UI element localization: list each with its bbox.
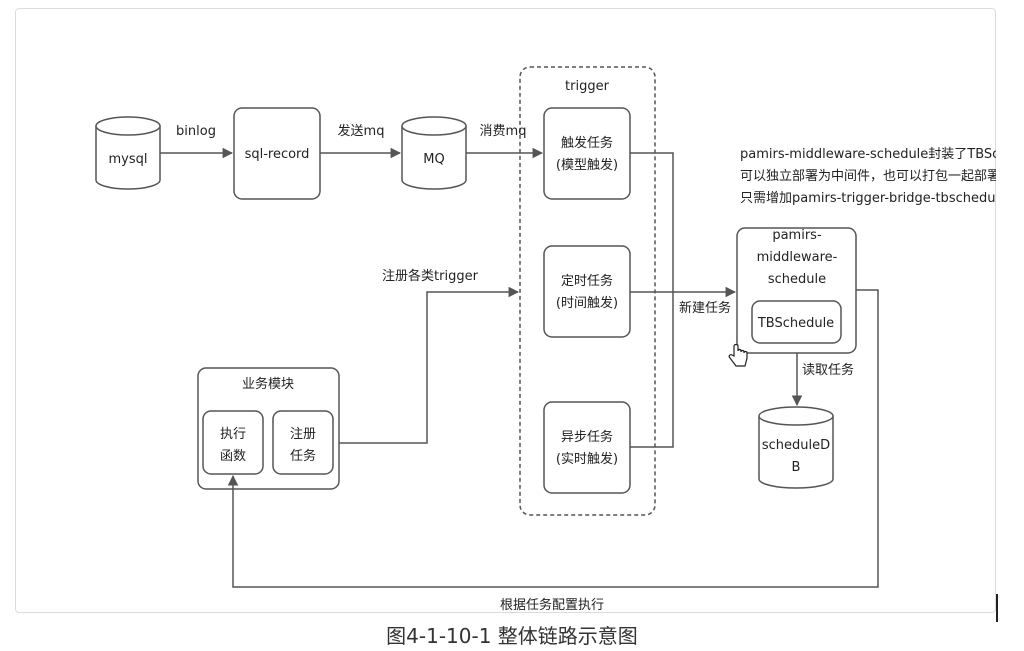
figure-caption: 图4-1-10-1 整体链路示意图 [386, 624, 638, 648]
edge-event-merge [630, 152, 674, 292]
mysql-db: mysql [95, 116, 161, 190]
sql-record-box: sql-record [233, 107, 321, 200]
middleware-line2: middleware- [757, 250, 838, 265]
label-consume-mq: 消费mq [480, 124, 527, 139]
trigger-event-line1: 触发任务 [561, 135, 613, 151]
tbschedule-label: TBSchedule [757, 316, 834, 331]
label-read-task: 读取任务 [802, 362, 854, 378]
exec-func-line1: 执行 [220, 427, 246, 442]
mq-queue: MQ [401, 116, 467, 190]
label-execute-by-config: 根据任务配置执行 [500, 597, 604, 613]
scheduledb-line1: scheduleD [762, 438, 830, 453]
trigger-event-box: 触发任务 (模型触发) [543, 107, 631, 200]
register-task-line2: 任务 [290, 448, 316, 464]
hand-cursor-icon [728, 343, 748, 367]
mysql-label: mysql [109, 152, 148, 167]
trigger-timer-line1: 定时任务 [561, 273, 613, 289]
business-module-box: 业务模块 执行 函数 注册 任务 [197, 367, 340, 490]
register-task-line1: 注册 [290, 427, 316, 442]
label-register-triggers: 注册各类trigger [382, 268, 479, 284]
trigger-timer-line2: (时间触发) [556, 295, 618, 311]
mq-label: MQ [423, 152, 444, 167]
scheduledb: scheduleD B [758, 406, 834, 489]
note-line-2: 可以独立部署为中间件，也可以打包一起部署 [740, 169, 996, 184]
exec-func-line2: 函数 [220, 449, 246, 464]
trigger-group-label: trigger [565, 79, 610, 94]
trigger-async-line1: 异步任务 [561, 429, 613, 445]
label-send-mq: 发送mq [338, 123, 385, 139]
middleware-schedule-box: pamirs- middleware- schedule TBSchedule [736, 227, 857, 354]
edge-async-merge [630, 292, 674, 448]
trigger-group: trigger [519, 66, 656, 516]
register-task-box [272, 410, 334, 475]
note-line-3: 只需增加pamirs-trigger-bridge-tbschedule [740, 191, 996, 206]
label-new-task: 新建任务 [679, 300, 731, 316]
trigger-timer-box: 定时任务 (时间触发) [543, 245, 631, 338]
edge-execute [227, 289, 879, 588]
exec-func-box [202, 410, 264, 475]
trigger-event-line2: (模型触发) [556, 157, 618, 173]
edge-register-trigger [339, 286, 520, 444]
sql-record-label: sql-record [245, 147, 310, 162]
trigger-async-line2: (实时触发) [556, 451, 618, 467]
scheduledb-line2: B [792, 460, 801, 475]
text-cursor [996, 594, 998, 622]
trigger-async-box: 异步任务 (实时触发) [543, 401, 631, 494]
business-module-label: 业务模块 [242, 376, 294, 392]
middleware-line1: pamirs- [772, 228, 822, 243]
tbschedule-box [751, 300, 842, 344]
diagram-frame [15, 8, 996, 613]
label-binlog: binlog [176, 124, 216, 139]
note-line-1: pamirs-middleware-schedule封装了TBSche [740, 147, 996, 162]
middleware-line3: schedule [768, 272, 826, 287]
